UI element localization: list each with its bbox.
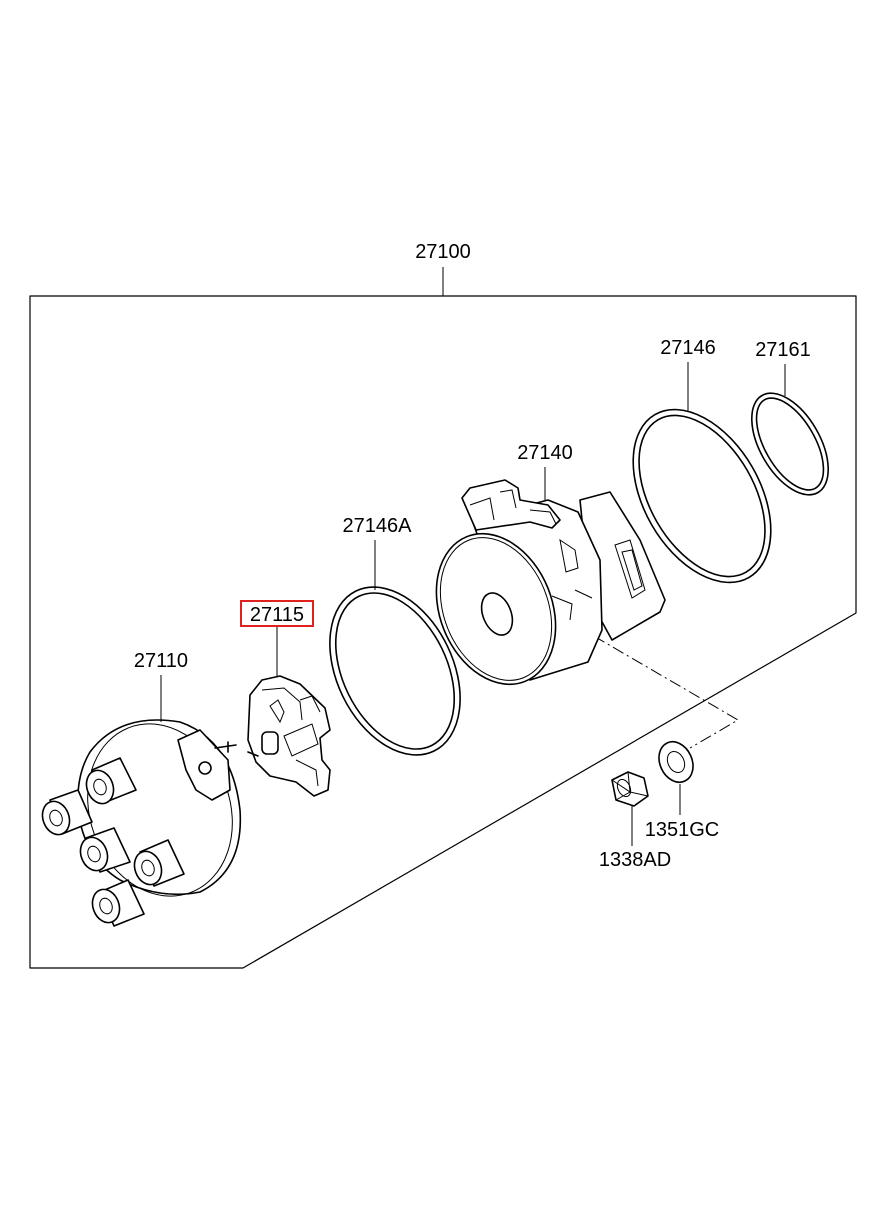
label-27146A[interactable]: 27146A: [343, 515, 413, 537]
assembly-boundary: [29, 295, 857, 969]
label-27110[interactable]: 27110: [134, 650, 188, 672]
oring-27146[interactable]: [605, 386, 799, 607]
label-27115[interactable]: 27115: [250, 604, 304, 626]
rotor-27115[interactable]: [247, 675, 331, 797]
cap-tower-5: [91, 879, 145, 927]
cap-tower-3: [79, 827, 131, 873]
cap-tower-4: [133, 839, 185, 887]
washer-1351GC[interactable]: [653, 736, 700, 788]
cap-tower-1: [41, 789, 93, 836]
cap-27110[interactable]: [38, 703, 256, 927]
housing-27140[interactable]: [415, 479, 666, 702]
oring-27146A[interactable]: [304, 566, 486, 777]
rotor-highlight-box: [240, 600, 314, 627]
label-1338AD[interactable]: 1338AD: [599, 849, 671, 871]
label-1351GC[interactable]: 1351GC: [645, 819, 720, 841]
cap-tower-2: [85, 757, 137, 805]
center-axis-line-2: [555, 613, 739, 749]
label-27146[interactable]: 27146: [660, 337, 716, 359]
label-27100[interactable]: 27100: [415, 241, 471, 263]
nut-1338AD[interactable]: [611, 771, 649, 807]
seal-27161[interactable]: [736, 381, 844, 508]
label-27140[interactable]: 27140: [517, 442, 573, 464]
label-27161[interactable]: 27161: [755, 339, 811, 361]
